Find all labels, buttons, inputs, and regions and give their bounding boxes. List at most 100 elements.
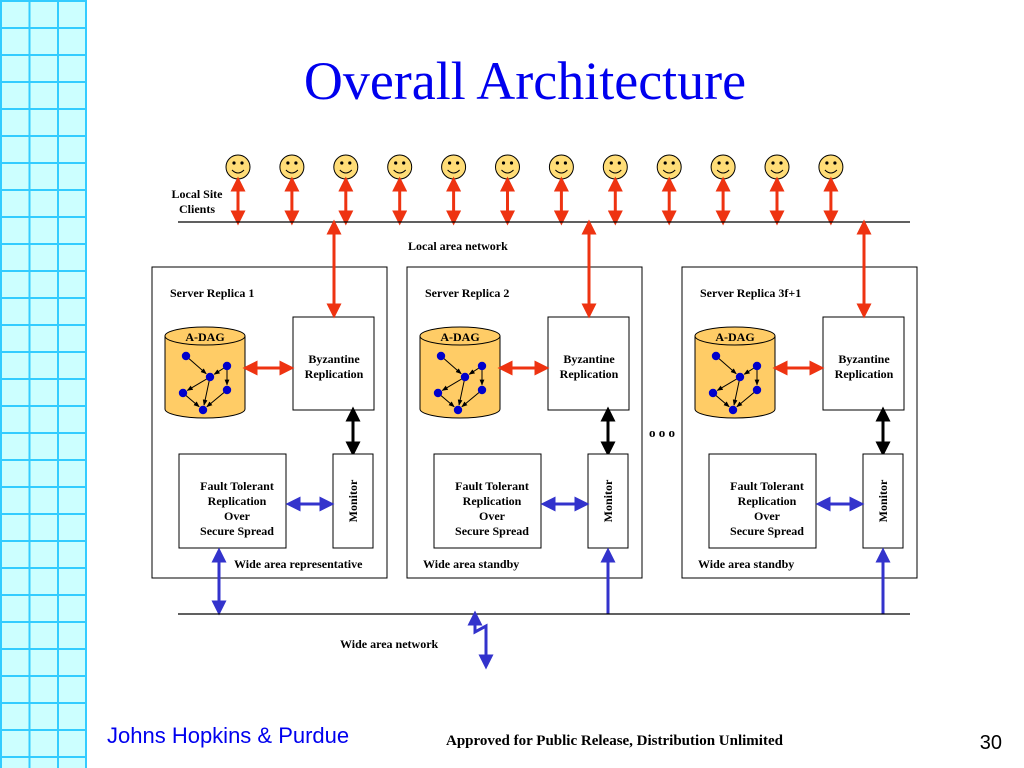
dag-node (460, 372, 470, 382)
monitor-label: Monitor (346, 479, 360, 522)
dag-node (728, 405, 738, 415)
client-11 (764, 154, 790, 226)
fault-tolerant-replication-box (708, 453, 817, 549)
byzantine-label-line2: Replication (560, 367, 619, 381)
dag-node (222, 385, 232, 395)
dag-edge (440, 355, 462, 375)
replica-name: Server Replica 3f+1 (700, 286, 801, 300)
client-1 (225, 154, 251, 226)
replica-role-label: Wide area standby (698, 557, 794, 571)
dag-node (436, 351, 446, 361)
replicas-group: Server Replica 1A-DAGByzantineReplicatio… (151, 219, 918, 616)
byzantine-replication-box (822, 316, 905, 411)
adag-database-icon: A-DAG (694, 326, 776, 419)
dag-node (205, 372, 215, 382)
smiley-eye (563, 161, 568, 165)
clients-label-line2: Clients (179, 202, 215, 216)
ftr-label-line4: Secure Spread (730, 524, 804, 538)
smiley-face-icon (818, 154, 844, 180)
cylinder-top (164, 326, 246, 346)
ftr-label-line2: Replication (208, 494, 267, 508)
ftr-label-line2: Replication (463, 494, 522, 508)
smiley-mouth (339, 169, 353, 174)
replica-role-label: Wide area representative (234, 557, 363, 571)
smiley-eye (555, 161, 560, 165)
smiley-mouth (393, 169, 407, 174)
client-7 (548, 154, 574, 226)
dag-edge (202, 376, 211, 406)
ellipsis: o o o (649, 425, 675, 440)
dag-node (477, 385, 487, 395)
byzantine-label-line2: Replication (835, 367, 894, 381)
byzantine-label-line1: Byzantine (308, 352, 360, 366)
monitor-label: Monitor (876, 479, 890, 522)
server-replica-2: Server Replica 2A-DAGByzantineReplicatio… (406, 219, 643, 614)
smiley-face-icon (602, 154, 628, 180)
client-2 (279, 154, 305, 226)
client-3 (333, 154, 359, 226)
smiley-eye (286, 161, 290, 165)
smiley-eye (609, 161, 613, 165)
ftr-label-line2: Replication (738, 494, 797, 508)
adag-label: A-DAG (715, 330, 754, 344)
monitor-label: Monitor (601, 479, 615, 522)
clients-label-line1: Local Site (172, 187, 224, 201)
smiley-mouth (608, 169, 622, 174)
grid-background (0, 0, 87, 768)
slide-title: Overall Architecture (303, 51, 747, 111)
byzantine-replication-box (547, 316, 630, 411)
replica-name: Server Replica 1 (170, 286, 254, 300)
smiley-mouth (231, 169, 245, 174)
dag-node (178, 388, 188, 398)
dag-edge (185, 355, 207, 375)
footer-institutions: Johns Hopkins & Purdue (107, 723, 350, 748)
server-replica-1: Server Replica 1 A-DAG ByzantineReplicatio… (151, 219, 388, 616)
dag-edge (186, 376, 211, 391)
dag-node (735, 372, 745, 382)
smiley-eye (779, 161, 783, 165)
smiley-eye (348, 161, 352, 165)
client-12 (818, 154, 844, 226)
cylinder-top (694, 326, 776, 346)
smiley-mouth (770, 169, 784, 174)
dag-node (453, 405, 463, 415)
smiley-eye (717, 161, 721, 165)
dag-node (708, 388, 718, 398)
smiley-eye (663, 161, 667, 165)
client-10 (710, 154, 736, 226)
smiley-face-icon (548, 154, 574, 180)
client-8 (602, 154, 628, 226)
dag-node (752, 361, 762, 371)
smiley-face-icon (710, 154, 736, 180)
smiley-eye (725, 161, 729, 165)
fault-tolerant-replication-box (178, 453, 287, 549)
wan-label: Wide area network (340, 637, 439, 651)
dag-node (433, 388, 443, 398)
monitor-box (587, 453, 629, 549)
dag-node (752, 385, 762, 395)
dag-node (222, 361, 232, 371)
dag-edge (206, 389, 228, 408)
smiley-mouth (716, 169, 730, 174)
client-4 (387, 154, 413, 226)
smiley-face-icon (279, 154, 305, 180)
byzantine-label-line1: Byzantine (563, 352, 615, 366)
ftr-label-line3: Over (479, 509, 506, 523)
dag-node (711, 351, 721, 361)
client-9 (656, 154, 682, 226)
dag-edge (736, 389, 758, 408)
adag-database-icon: A-DAG (164, 326, 246, 419)
page-number: 30 (979, 732, 1002, 754)
smiley-face-icon (495, 154, 520, 180)
replica-name: Server Replica 2 (425, 286, 509, 300)
dag-edge (441, 376, 466, 391)
smiley-mouth (555, 169, 568, 174)
smiley-eye (240, 161, 244, 165)
dag-edge (461, 389, 483, 408)
smiley-face-icon (225, 154, 251, 180)
smiley-eye (671, 161, 675, 165)
dag-edge (716, 376, 741, 391)
footer-release-notice: Approved for Public Release, Distributio… (446, 733, 783, 749)
dag-edge (715, 355, 737, 375)
